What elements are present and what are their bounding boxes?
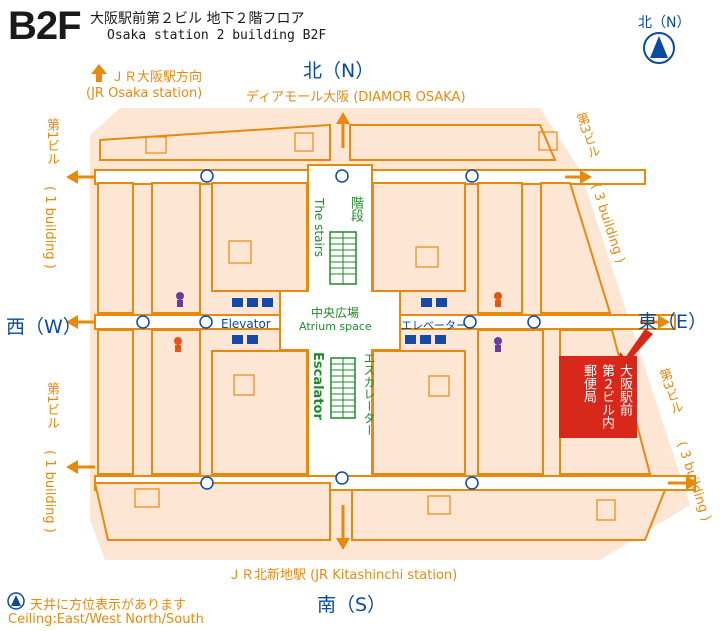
elevator-icon bbox=[435, 335, 446, 344]
block-ll-1 bbox=[97, 329, 134, 475]
compass-icon bbox=[643, 32, 675, 64]
restroom-icon bbox=[494, 337, 502, 345]
stairs-icon bbox=[428, 375, 450, 397]
east-label: 東（E） bbox=[638, 311, 708, 333]
block-ll-3 bbox=[211, 350, 308, 475]
escalator-label-jp: エスカレーター bbox=[362, 352, 376, 436]
exit-building1-top-jp: 第1ビル bbox=[44, 118, 59, 166]
stairs-icon bbox=[134, 488, 160, 508]
ceiling-compass-icon bbox=[335, 471, 349, 485]
floor-label: B2F bbox=[8, 4, 82, 48]
elevator-icon bbox=[232, 298, 243, 307]
elevator-icon bbox=[421, 298, 432, 307]
elevator-icon bbox=[232, 335, 243, 344]
post-office-name-1: 大阪駅前 bbox=[617, 364, 632, 416]
exit-building1-top-en: ( 1 building ) bbox=[42, 186, 57, 269]
block-lr-1 bbox=[372, 350, 466, 475]
stairs-icon bbox=[538, 131, 558, 151]
ceiling-compass-icon bbox=[200, 476, 214, 490]
restroom-icon bbox=[494, 292, 502, 300]
elevator-label-jp: エレベーター bbox=[401, 319, 467, 332]
escalator-icon bbox=[330, 357, 356, 419]
block-ul-1 bbox=[97, 182, 134, 314]
stairs-icon bbox=[145, 136, 167, 154]
exit-diamor: ディアモール大阪 (DIAMOR OSAKA) bbox=[246, 90, 466, 105]
ceiling-compass-icon bbox=[465, 476, 479, 490]
block-ur-2 bbox=[477, 182, 523, 314]
elevator-icon bbox=[420, 335, 431, 344]
ceiling-compass-icon bbox=[463, 315, 477, 329]
block-top-right bbox=[349, 124, 557, 161]
exit-kitashinchi: ＪＲ北新地駅 (JR Kitashinchi station) bbox=[228, 568, 458, 583]
block-ul-3 bbox=[211, 182, 308, 292]
stairs-icon bbox=[415, 246, 439, 268]
atrium-label-jp: 中央広場 bbox=[311, 306, 360, 320]
ceiling-compass-icon bbox=[199, 315, 213, 329]
atrium bbox=[279, 164, 401, 477]
block-top-left bbox=[99, 123, 331, 161]
north-label: 北（N） bbox=[303, 60, 375, 82]
stairs-icon bbox=[427, 495, 451, 515]
elevator-icon bbox=[262, 298, 273, 307]
stairs-icon bbox=[294, 132, 314, 152]
legend-text-jp: 天井に方位表示があります bbox=[30, 598, 187, 613]
ceiling-compass-icon bbox=[335, 169, 349, 183]
block-ur-3 bbox=[540, 182, 612, 314]
west-label: 西（W） bbox=[6, 316, 82, 338]
elevator-icon bbox=[405, 335, 416, 344]
compass-label: 北（N） bbox=[638, 15, 691, 31]
block-ur-1 bbox=[372, 182, 466, 292]
block-bottom-left bbox=[93, 482, 331, 541]
ceiling-compass-icon bbox=[136, 315, 150, 329]
block-ul-2 bbox=[151, 182, 201, 314]
post-office-name-2: 第２ビル内 bbox=[599, 364, 614, 429]
stairs-label-en: The stairs bbox=[312, 198, 326, 257]
block-ll-2 bbox=[151, 329, 201, 475]
stairs-label-jp: 階段 bbox=[348, 196, 363, 222]
legend-text-en: Ceiling:East/West North/South bbox=[8, 612, 204, 627]
escalator-label-en: Escalator bbox=[310, 352, 325, 420]
stairs-icon bbox=[233, 374, 255, 396]
ceiling-compass-icon bbox=[527, 315, 541, 329]
elevator-icon bbox=[247, 335, 258, 344]
atrium-label-en: Atrium space bbox=[299, 320, 372, 333]
stairs-icon bbox=[228, 240, 252, 264]
ceiling-compass-icon bbox=[465, 169, 479, 183]
elevator-icon bbox=[247, 298, 258, 307]
exit-building1-bottom-jp: 第1ビル bbox=[44, 382, 59, 430]
stairs-icon bbox=[596, 499, 616, 521]
exit-jr-osaka-en: (JR Osaka station) bbox=[86, 86, 203, 101]
stairs-icon bbox=[329, 231, 357, 285]
south-label: 南（S） bbox=[317, 594, 387, 616]
restroom-icon bbox=[174, 337, 182, 345]
post-office-name-3: 郵便局 bbox=[581, 364, 596, 403]
elevator-icon bbox=[436, 298, 447, 307]
post-office: 大阪駅前 第２ビル内 郵便局 bbox=[559, 356, 637, 438]
arrow-icon bbox=[91, 64, 107, 82]
ceiling-compass-icon bbox=[7, 592, 25, 610]
block-lr-2 bbox=[477, 329, 544, 475]
building-title-jp: 大阪駅前第２ビル 地下２階フロア bbox=[90, 11, 305, 27]
block-bottom-right bbox=[351, 489, 667, 541]
building-title-en: Osaka station 2 building B2F bbox=[107, 28, 327, 43]
exit-jr-osaka-jp: ＪＲ大阪駅方向 bbox=[111, 70, 203, 85]
exit-building1-bottom-en: ( 1 building ) bbox=[42, 450, 57, 533]
restroom-icon bbox=[176, 292, 184, 300]
ceiling-compass-icon bbox=[200, 169, 214, 183]
elevator-label-en: Elevator bbox=[221, 317, 271, 331]
